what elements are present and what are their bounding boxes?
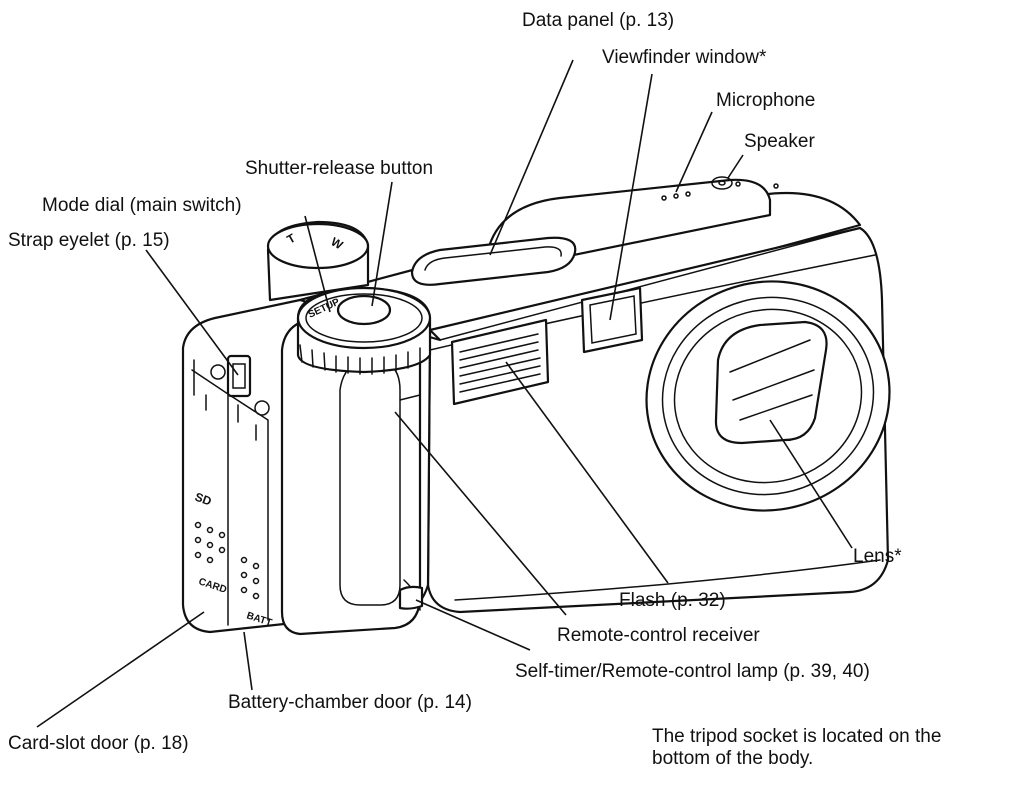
callout-labels: Data panel (p. 13) Viewfinder window* Mi… <box>8 10 941 769</box>
leader-microphone <box>675 111 713 193</box>
label-flash: Flash (p. 32) <box>619 590 726 611</box>
leader-lines <box>36 59 853 728</box>
zoom-lever: W T <box>266 220 370 302</box>
tripod-note-line1: The tripod socket is located on the <box>652 726 941 747</box>
label-mode-dial: Mode dial (main switch) <box>42 195 242 216</box>
label-self-timer: Self-timer/Remote-control lamp (p. 39, 4… <box>515 661 870 682</box>
top-edge <box>439 227 861 341</box>
leader-card <box>36 611 205 728</box>
strap-eyelet <box>210 354 270 416</box>
microphone-holes <box>661 191 691 201</box>
lens-assembly <box>645 280 891 512</box>
label-remote-receiver: Remote-control receiver <box>557 625 760 646</box>
flash-unit <box>450 318 550 406</box>
sd-logo: SD <box>193 490 214 509</box>
mode-dial: SETUP <box>296 286 432 375</box>
self-timer-lamp <box>398 585 424 610</box>
leader-remote-receiver <box>394 411 567 616</box>
label-viewfinder: Viewfinder window* <box>602 47 767 68</box>
leader-lens <box>769 419 853 549</box>
label-shutter: Shutter-release button <box>245 158 433 179</box>
data-panel <box>410 236 577 286</box>
label-data-panel: Data panel (p. 13) <box>522 10 674 31</box>
label-microphone: Microphone <box>716 90 815 111</box>
leader-shutter <box>371 181 393 307</box>
leader-viewfinder <box>609 73 653 321</box>
leader-flash <box>505 361 669 584</box>
label-card: Card-slot door (p. 18) <box>8 733 189 754</box>
label-speaker: Speaker <box>744 131 815 152</box>
tripod-note-line2: bottom of the body. <box>652 748 813 769</box>
leader-speaker <box>727 154 744 179</box>
battery-door-grip-dots <box>240 556 260 600</box>
leader-data-panel <box>489 59 574 256</box>
battery-door-outline <box>227 393 269 621</box>
bottom-bevel <box>454 559 881 601</box>
leader-self-timer <box>415 599 531 651</box>
viewfinder-window <box>580 286 644 354</box>
shutter-release-button-shape <box>336 294 392 326</box>
lens-barrier <box>714 320 828 445</box>
leader-mode-dial <box>304 215 331 313</box>
leader-battery <box>243 631 253 691</box>
label-strap: Strap eyelet (p. 15) <box>8 230 170 251</box>
speaker-grille <box>711 176 779 190</box>
card-door-grip-dots <box>194 521 226 564</box>
label-lens: Lens* <box>853 546 902 567</box>
label-battery: Battery-chamber door (p. 14) <box>228 692 472 713</box>
leader-strap <box>145 249 239 376</box>
